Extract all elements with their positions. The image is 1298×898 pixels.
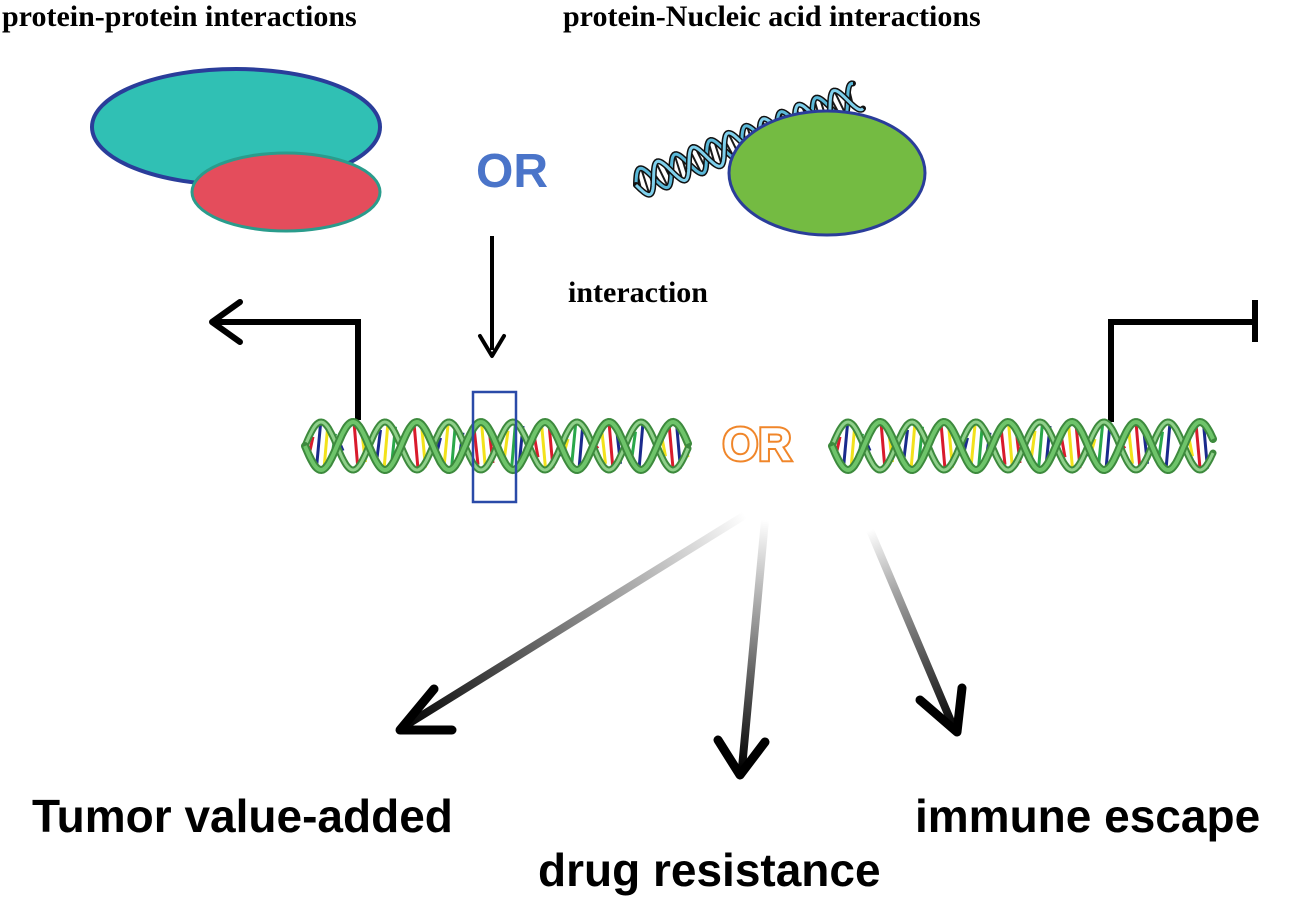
dna-right-base-pair <box>1134 421 1142 471</box>
dna-right-base-pair <box>909 421 917 471</box>
ribbon-rung <box>640 167 651 195</box>
dna-right-base-pair <box>939 422 947 470</box>
interaction-label: interaction <box>568 276 708 309</box>
dna-right-base-pair <box>1037 422 1044 470</box>
dna-right-base-pair <box>1067 423 1074 469</box>
dna-right-base-pair <box>842 424 849 468</box>
protein-nucleic-acid-complex <box>633 80 927 237</box>
dna-left-base-pair <box>412 422 420 470</box>
dna-left-base-pair <box>570 425 577 467</box>
dna-right-base-pair <box>1097 425 1104 467</box>
dna-right-base-pair <box>1194 423 1202 469</box>
ppi-title: protein-protein interactions <box>2 0 357 33</box>
outcome-arrow-drug <box>713 516 770 780</box>
dna-left-base-pair <box>315 424 322 468</box>
protein-green-ellipse <box>727 109 927 237</box>
dna-left-base-pair <box>540 423 547 469</box>
protein-protein-complex <box>90 67 382 233</box>
dna-right-base-pair <box>1007 421 1014 471</box>
or-top-label: OR <box>476 145 548 198</box>
drug-label: drug resistance <box>538 844 881 896</box>
dna-left-base-pair <box>480 421 487 471</box>
dna-right-base-pair <box>969 424 977 468</box>
dna-left-base-pair <box>352 421 360 471</box>
dna-left-base-pair <box>607 421 615 471</box>
dna-left-strand-front-highlight <box>303 419 690 473</box>
ribbon-strand-back-fill <box>634 81 854 190</box>
pna-title: protein-Nucleic acid interactions <box>563 0 981 33</box>
dna-left-base-pair <box>442 424 450 468</box>
dna-helix-left-icon <box>301 417 692 475</box>
interaction-arrow <box>478 236 506 358</box>
protein-small-ellipse <box>190 151 382 233</box>
outcome-arrow-tumor <box>395 511 749 735</box>
dna-left-base-pair <box>667 423 675 469</box>
ribbon-rung <box>655 161 669 188</box>
dna-left-base-pair <box>382 421 390 471</box>
immune-label: immune escape <box>915 790 1260 842</box>
dna-right-base-pair <box>1164 422 1172 470</box>
or-mid-label: OR <box>723 418 792 470</box>
dna-right-base-pair <box>879 421 887 471</box>
outcome-arrow-immune <box>866 526 967 737</box>
tumor-label: Tumor value-added <box>32 790 453 842</box>
dna-right-strand-front-highlight <box>830 419 1215 473</box>
repression-bar-icon <box>1108 300 1258 422</box>
activation-arrow-icon <box>209 299 361 420</box>
dna-helix-right-icon <box>828 417 1217 475</box>
dna-left-base-pair <box>637 422 645 470</box>
binding-site-box <box>471 390 518 504</box>
